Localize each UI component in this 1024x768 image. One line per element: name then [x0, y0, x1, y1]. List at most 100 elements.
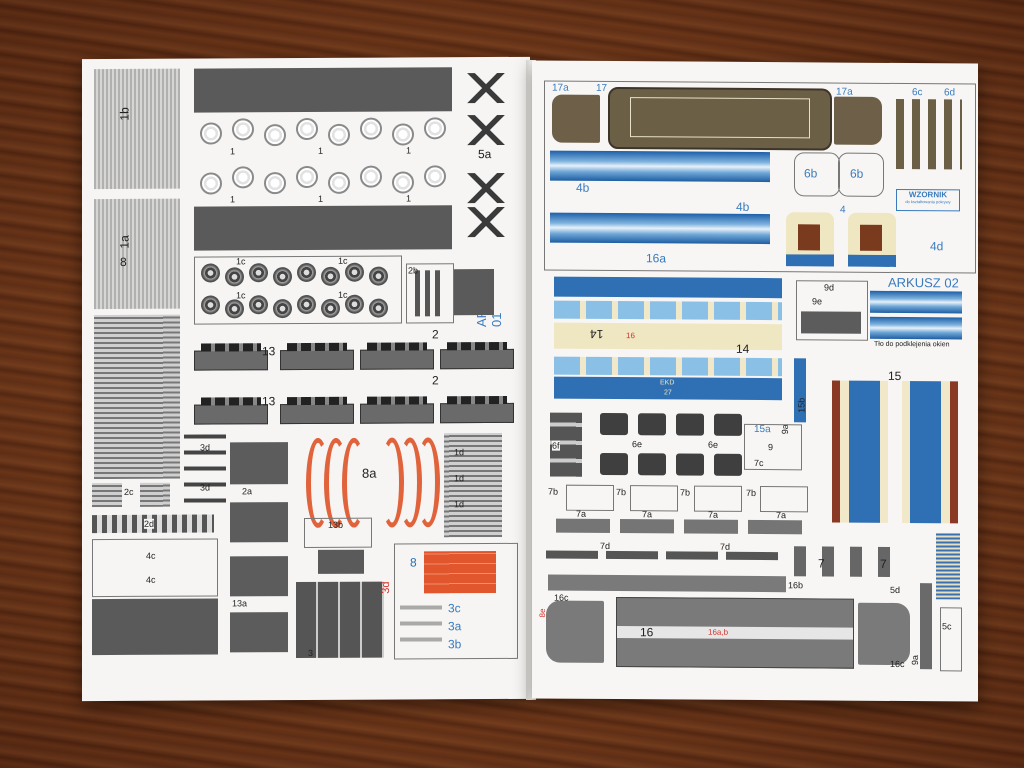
part-1a-strip [94, 198, 180, 310]
label-1-a: 1 [230, 146, 236, 157]
left-model-sheet: 1b 1a 8 1 1 1 1 1 1 5a ARKUSZ 01 1c [82, 56, 530, 702]
part-15-right [902, 381, 958, 524]
part-14-tram-side-top [554, 276, 782, 299]
part-13-bogie-3 [194, 404, 268, 425]
part-15-left [832, 380, 888, 523]
label-16-red-a: 16 [626, 331, 635, 341]
label-4b-b: 4b [736, 199, 750, 214]
right-model-sheet: 17a 17 17a 6c 6d 4b 4b 16a 6b 6b WZORNIK… [532, 60, 978, 702]
part-3c-3a-3b-icons [400, 599, 442, 654]
label-16c-a: 16c [554, 592, 569, 603]
label-1d-c: 1d [454, 499, 465, 510]
part-13-bogie-4 [280, 403, 354, 425]
label-7b-d: 7b [746, 487, 757, 499]
part-4c-slab [92, 598, 218, 656]
label-7c: 7c [754, 457, 764, 469]
part-2-bogie-1 [360, 349, 434, 370]
label-15: 15 [888, 368, 902, 384]
label-4c-a: 4c [146, 550, 156, 561]
label-3c: 3c [448, 601, 461, 616]
label-1-e: 1 [318, 193, 324, 204]
label-7b-b: 7b [616, 487, 627, 498]
label-16: 16 [640, 625, 654, 640]
wzornik-title: WZORNIK [908, 190, 948, 200]
label-14-a: 14 [590, 326, 604, 341]
label-2c: 2c [124, 486, 134, 497]
part-block-c [230, 556, 288, 597]
label-2a: 2a [242, 486, 253, 497]
label-13-b: 13 [262, 394, 276, 409]
label-3a: 3a [448, 619, 462, 634]
part-1b-strip [94, 68, 180, 190]
part-block-d [230, 612, 288, 653]
part-17-roof [608, 86, 832, 151]
label-1-f: 1 [406, 193, 412, 204]
label-6f: 6f [552, 440, 560, 451]
part-4b-sky-2 [550, 212, 770, 245]
part-window-backing-2 [870, 316, 962, 340]
label-2b: 2b [408, 265, 419, 276]
label-6e-b: 6e [708, 439, 719, 450]
part-6e-2 [638, 413, 666, 436]
part-6e-3 [676, 413, 704, 436]
label-1-d: 1 [230, 194, 236, 205]
part-2-bogie-2 [440, 348, 514, 370]
sheet-label-arkusz-02: ARKUSZ 02 [888, 274, 959, 291]
wzornik-subtitle: do kształtowania pokrywy [905, 199, 951, 205]
part-9a-strip [920, 583, 932, 670]
part-orange-panel [424, 551, 496, 594]
part-16c-right [858, 602, 910, 666]
label-13-a: 13 [262, 344, 276, 359]
part-8a-arc-6 [416, 437, 440, 528]
book-spine [526, 60, 536, 700]
part-7b-box-2 [630, 485, 678, 512]
wzornik-template: WZORNIK do kształtowania pokrywy [896, 188, 960, 212]
label-1-c: 1 [406, 145, 412, 156]
label-3d-b: 3d [200, 482, 211, 493]
label-7b-c: 7b [680, 487, 691, 498]
part-17a-left [552, 94, 600, 143]
part-6e-7 [676, 453, 704, 476]
label-7a-c: 7a [708, 509, 719, 520]
label-1c-a: 1c [236, 256, 246, 267]
part-13-bogie-1 [194, 350, 268, 371]
part-6e-6 [638, 453, 666, 476]
part-2a-block [230, 442, 288, 485]
label-7b-a: 7b [548, 486, 559, 497]
label-7-a: 7 [818, 556, 825, 571]
label-3: 3 [308, 647, 314, 658]
part-6e-4 [714, 413, 742, 436]
part-4-door-right [848, 212, 896, 267]
part-gray-panel [94, 314, 180, 480]
part-13b-slab [318, 549, 364, 574]
part-slab-top [194, 67, 452, 113]
label-6b-b: 6b [850, 166, 864, 181]
part-block-b [230, 502, 288, 543]
label-1c-d: 1c [338, 289, 348, 300]
part-1d-column [444, 432, 502, 538]
part-13-bogie-2 [280, 349, 354, 371]
label-16c-b: 16c [890, 658, 905, 670]
label-7d-b: 7d [720, 541, 731, 552]
part-striped-strips [936, 533, 960, 600]
part-2-bogie-4 [440, 402, 514, 424]
label-6b-a: 6b [804, 166, 818, 181]
label-17a-a: 17a [552, 82, 569, 94]
part-4-door-left [786, 212, 834, 267]
part-7-connectors [794, 546, 906, 578]
label-6e-a: 6e [632, 439, 643, 450]
label-9e: 9e [812, 296, 823, 307]
label-5d: 5d [890, 584, 901, 596]
part-2b-slab [454, 269, 494, 316]
part-6e-5 [600, 452, 628, 476]
tram-number: 27 [664, 389, 672, 397]
label-1d-a: 1d [454, 447, 465, 458]
label-9d: 9d [824, 282, 835, 293]
label-17: 17 [596, 82, 608, 94]
label-6c: 6c [912, 87, 923, 99]
label-2-a: 2 [432, 327, 439, 342]
part-7b-box-1 [566, 484, 614, 512]
label-3d-a: 3d [200, 442, 211, 453]
label-7a-d: 7a [776, 510, 787, 521]
part-6c-6d [896, 98, 962, 170]
